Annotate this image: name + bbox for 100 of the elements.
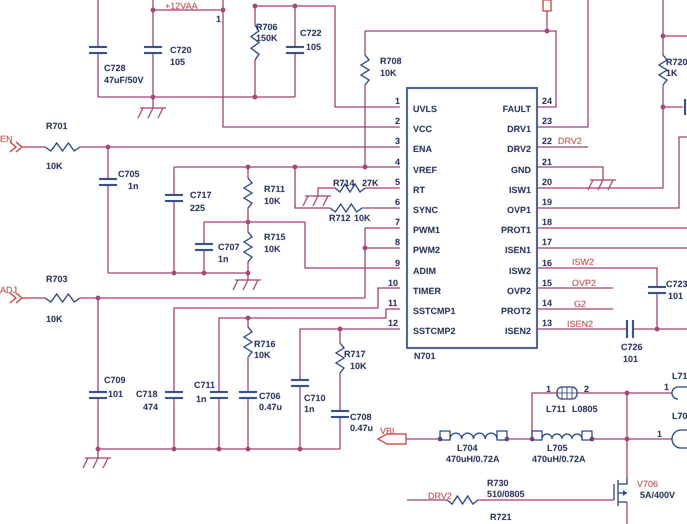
net-label: EN (0, 134, 13, 144)
pin-name: RT (413, 184, 425, 195)
pin-name: SSTCMP2 (413, 326, 456, 336)
component-label: R715 (264, 232, 286, 242)
pin-name: ISEN1 (504, 245, 531, 256)
pin-name: OVP1 (506, 205, 531, 215)
component-label: R717 (344, 349, 366, 359)
pin-name: DRV1 (507, 124, 531, 134)
component-label: 10K (380, 68, 397, 78)
component-label: R712 (329, 213, 351, 223)
net-label: ADJ (0, 285, 18, 295)
pin-name: OVP2 (506, 286, 531, 296)
component-label: 101 (668, 291, 684, 301)
pin-name: SYNC (413, 205, 438, 215)
component-label: 105 (170, 57, 186, 67)
pin-number: 11 (388, 298, 398, 308)
component-label: 1n (218, 254, 229, 264)
component-designator: N701 (414, 351, 436, 361)
component-label: C706 (259, 391, 281, 401)
component-label: C708 (350, 412, 372, 422)
pin-number: 24 (542, 96, 552, 106)
component-label: L0805 (572, 404, 598, 414)
component-label: C709 (104, 375, 126, 385)
component-label: 10K (350, 361, 367, 371)
pin-number: 8 (395, 237, 400, 248)
component-label: 2 (584, 384, 590, 394)
net-label: +12VAA (165, 1, 198, 11)
component-label: 510/0805 (487, 489, 525, 499)
pin-name: PROT2 (500, 306, 531, 316)
pin-number: 7 (395, 217, 400, 228)
pin-number: 20 (542, 176, 552, 187)
component-label: C711 (194, 380, 216, 390)
component-label: 27K (362, 178, 379, 188)
component-label: 47uF/50V (104, 75, 144, 85)
component-label: 1 (546, 384, 552, 394)
pin-name: ISW2 (508, 266, 531, 276)
component-label: R721 (490, 512, 512, 522)
component-label: C726 (621, 342, 643, 352)
component-label: 1n (304, 404, 315, 414)
component-label: 101 (108, 389, 124, 399)
pin-name: ISEN2 (504, 326, 531, 336)
component-label: C718 (136, 389, 158, 399)
component-label: 1n (196, 394, 207, 404)
pin-number: 23 (542, 116, 552, 126)
component-label: 10K (354, 213, 371, 223)
pin-name: PWM1 (413, 225, 440, 236)
component-label: R706 (256, 22, 278, 32)
component-label: R701 (46, 121, 68, 131)
pin-number: 19 (542, 197, 552, 207)
component-label: 150K (256, 33, 278, 43)
pin-name: PWM2 (413, 245, 440, 256)
component-label: 470uH/0.72A (532, 454, 586, 464)
pin-name: DRV2 (507, 144, 531, 154)
component-label: R730 (487, 478, 509, 488)
component-label: 474 (143, 402, 158, 412)
net-label: G2 (574, 299, 586, 309)
component-label: 10K (254, 350, 271, 360)
pin-name: TIMER (413, 286, 441, 296)
component-label: 10K (46, 161, 63, 171)
pin-name: VREF (413, 164, 438, 175)
pin-name: UVLS (413, 104, 438, 114)
pin-name: FAULT (502, 104, 531, 114)
pin-number: 10 (388, 278, 398, 288)
component-label: C717 (190, 190, 212, 200)
component-label: R708 (380, 56, 402, 66)
pin-number: 1 (395, 96, 400, 106)
component-label: C722 (300, 28, 322, 38)
component-label: C723 (666, 279, 687, 289)
pin-number: 14 (542, 298, 552, 308)
component-label: R716 (254, 339, 276, 349)
component-label: 225 (190, 203, 206, 213)
pin-number: 15 (542, 278, 552, 288)
component-label: L704 (457, 443, 478, 453)
pin-number: 12 (388, 318, 398, 328)
component-label: 470uH/0.72A (446, 454, 500, 464)
net-label: DRV2 (558, 136, 582, 146)
component-label: 101 (623, 354, 638, 364)
component-label: 1 (657, 429, 662, 439)
component-label: C710 (304, 393, 326, 403)
pin-number: 21 (542, 156, 552, 167)
pin-number: 9 (395, 258, 400, 268)
component-label: 0.47u (259, 402, 282, 412)
component-label: 10K (264, 244, 281, 254)
pin-name: PROT1 (500, 225, 531, 236)
component-label: 5A/400V (640, 490, 676, 500)
component-label: R714 (333, 178, 355, 188)
pin-number: 6 (395, 197, 400, 207)
component-label: 0.47u (350, 423, 374, 433)
net-label: OVP2 (572, 278, 596, 288)
pin-number: 2 (395, 116, 400, 126)
pin-name: GND (511, 164, 531, 175)
pin-name: SSTCMP1 (413, 306, 456, 316)
pin-name: ADIM (413, 266, 436, 276)
component-label: C707 (218, 242, 240, 252)
component-label: C705 (118, 169, 140, 179)
component-label: 10K (264, 196, 281, 206)
component-label: R703 (46, 274, 68, 284)
component-label: 10K (46, 314, 63, 324)
net-label: DRV2 (428, 491, 452, 501)
component-label: 1 (216, 14, 222, 24)
